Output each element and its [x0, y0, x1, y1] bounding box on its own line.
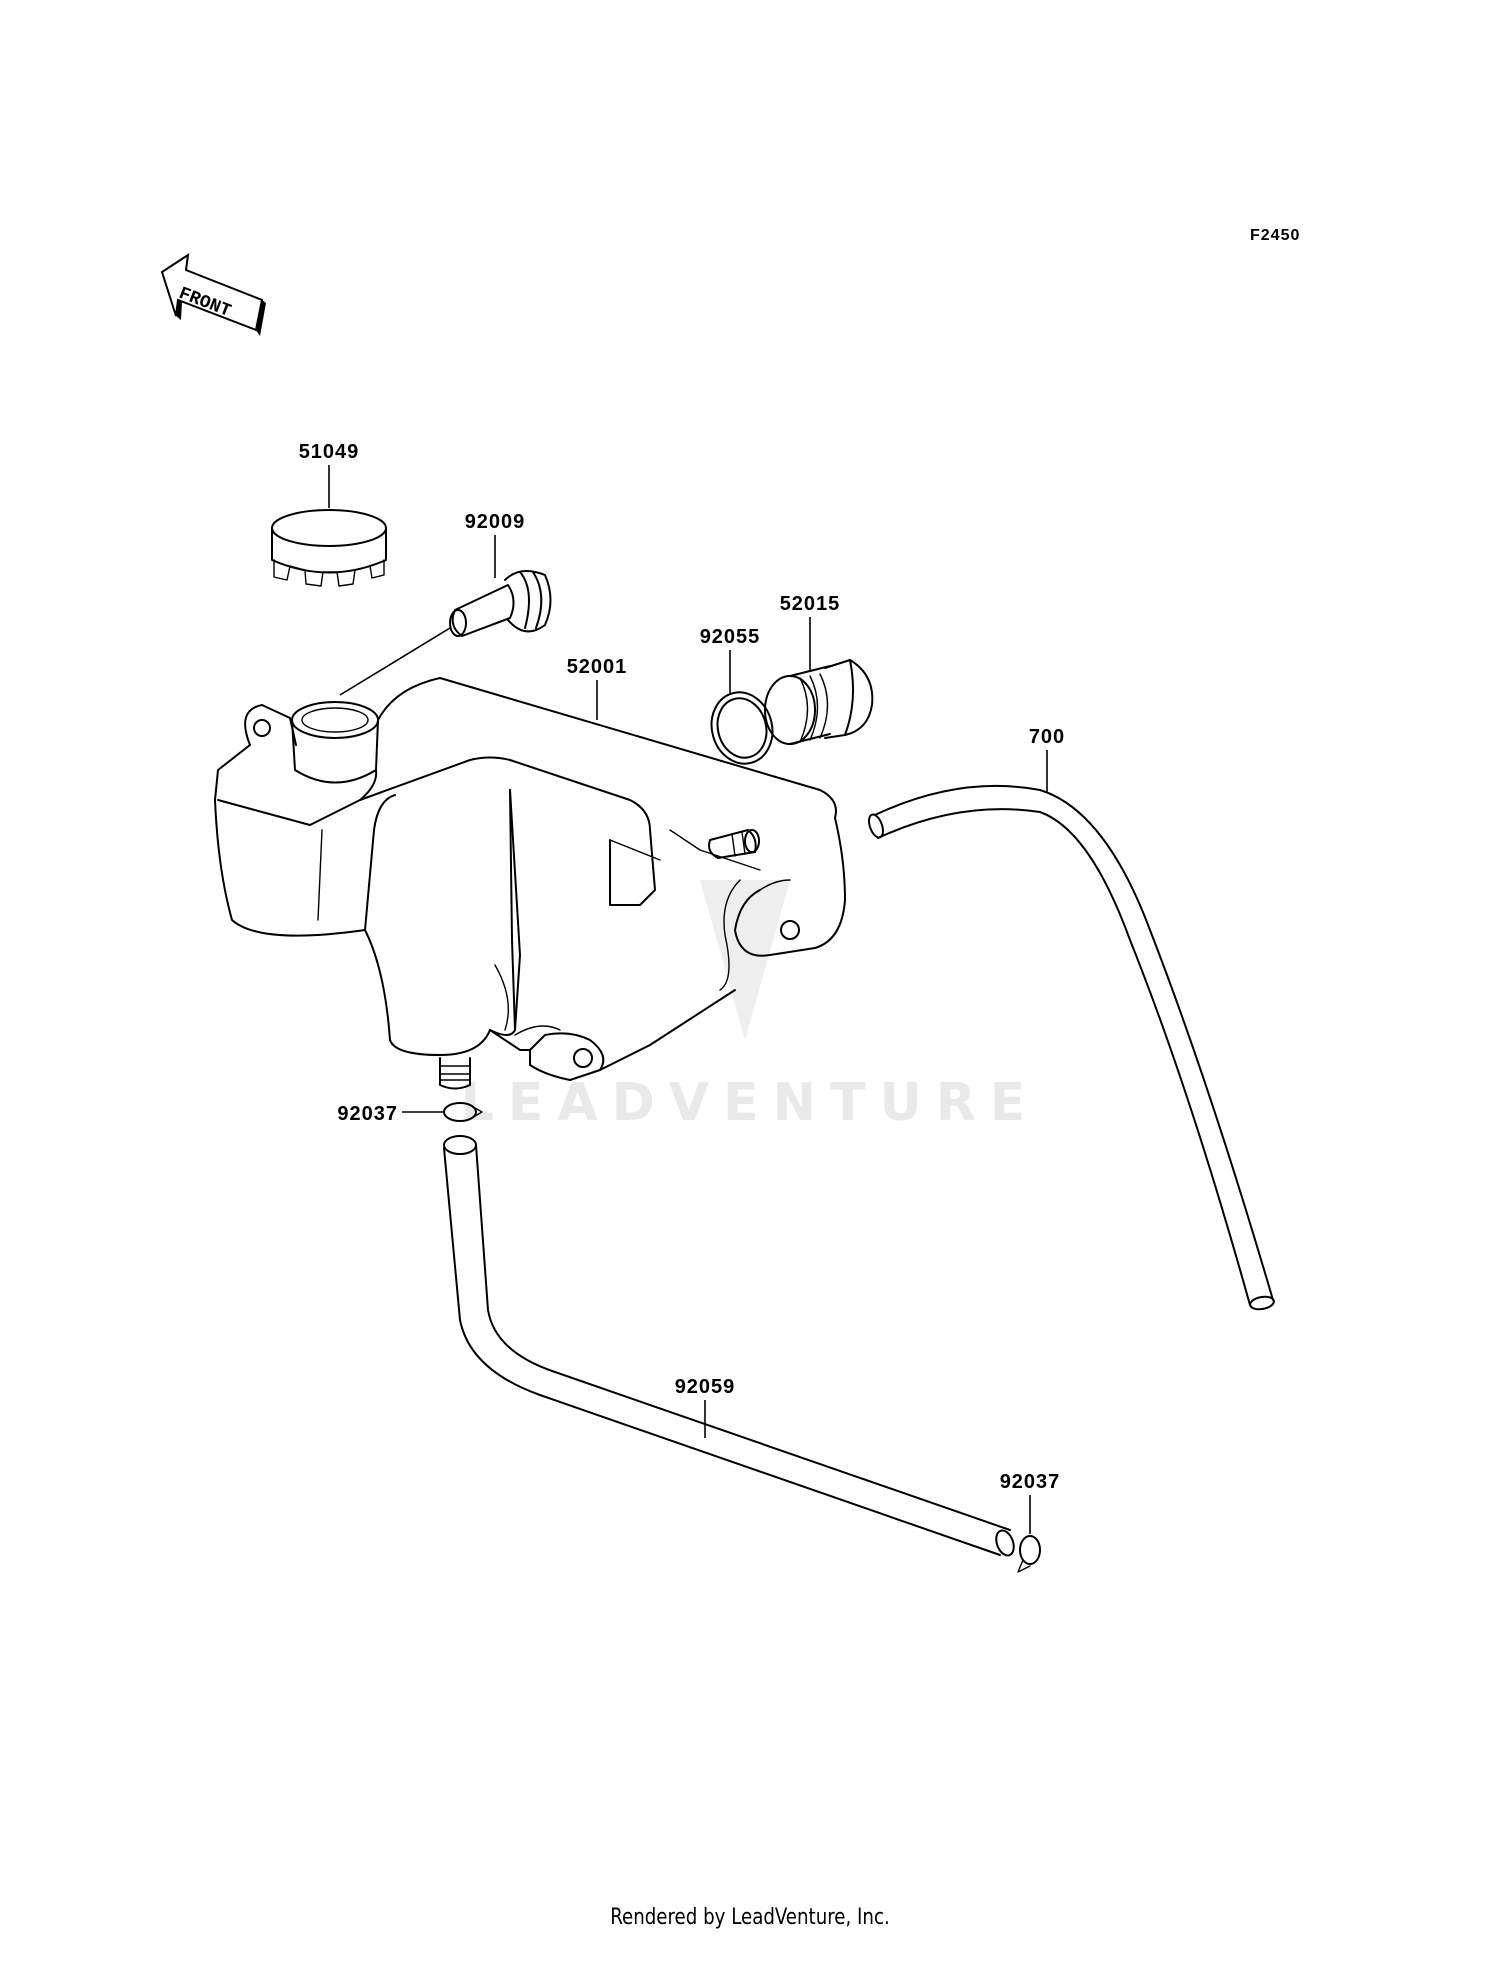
- watermark-text: LEADVENTURE: [461, 1073, 1040, 1133]
- part-51049-cap[interactable]: [271, 509, 387, 587]
- label-part-92009[interactable]: 92009: [465, 511, 526, 533]
- label-part-92037-upper[interactable]: 92037: [337, 1103, 398, 1125]
- part-52015-plug[interactable]: [764, 659, 874, 745]
- label-part-51049[interactable]: 51049: [299, 441, 360, 463]
- leader-92009-to-tank: [339, 627, 451, 696]
- watermark-logo-icon: [700, 880, 790, 1040]
- label-part-52015[interactable]: 52015: [780, 593, 841, 615]
- part-92037-lower-clamp[interactable]: [1017, 1535, 1041, 1573]
- diagram-code: F2450: [1250, 227, 1300, 244]
- watermark: LEADVENTURE: [461, 880, 1040, 1133]
- part-92009-fitting[interactable]: [449, 570, 552, 637]
- part-700-hose[interactable]: [866, 784, 1275, 1311]
- part-52001-tank[interactable]: [214, 677, 846, 1090]
- label-part-92059[interactable]: 92059: [675, 1376, 736, 1398]
- part-92055-oring[interactable]: [704, 685, 781, 770]
- label-part-700[interactable]: 700: [1029, 726, 1065, 748]
- footer-credit: Rendered by LeadVenture, Inc.: [610, 1905, 890, 1930]
- label-part-92037-lower[interactable]: 92037: [1000, 1471, 1061, 1493]
- front-arrow-icon: FRONT: [160, 252, 266, 336]
- part-92059-hose[interactable]: [443, 1135, 1017, 1558]
- label-part-52001[interactable]: 52001: [567, 656, 628, 678]
- label-part-92055[interactable]: 92055: [700, 626, 761, 648]
